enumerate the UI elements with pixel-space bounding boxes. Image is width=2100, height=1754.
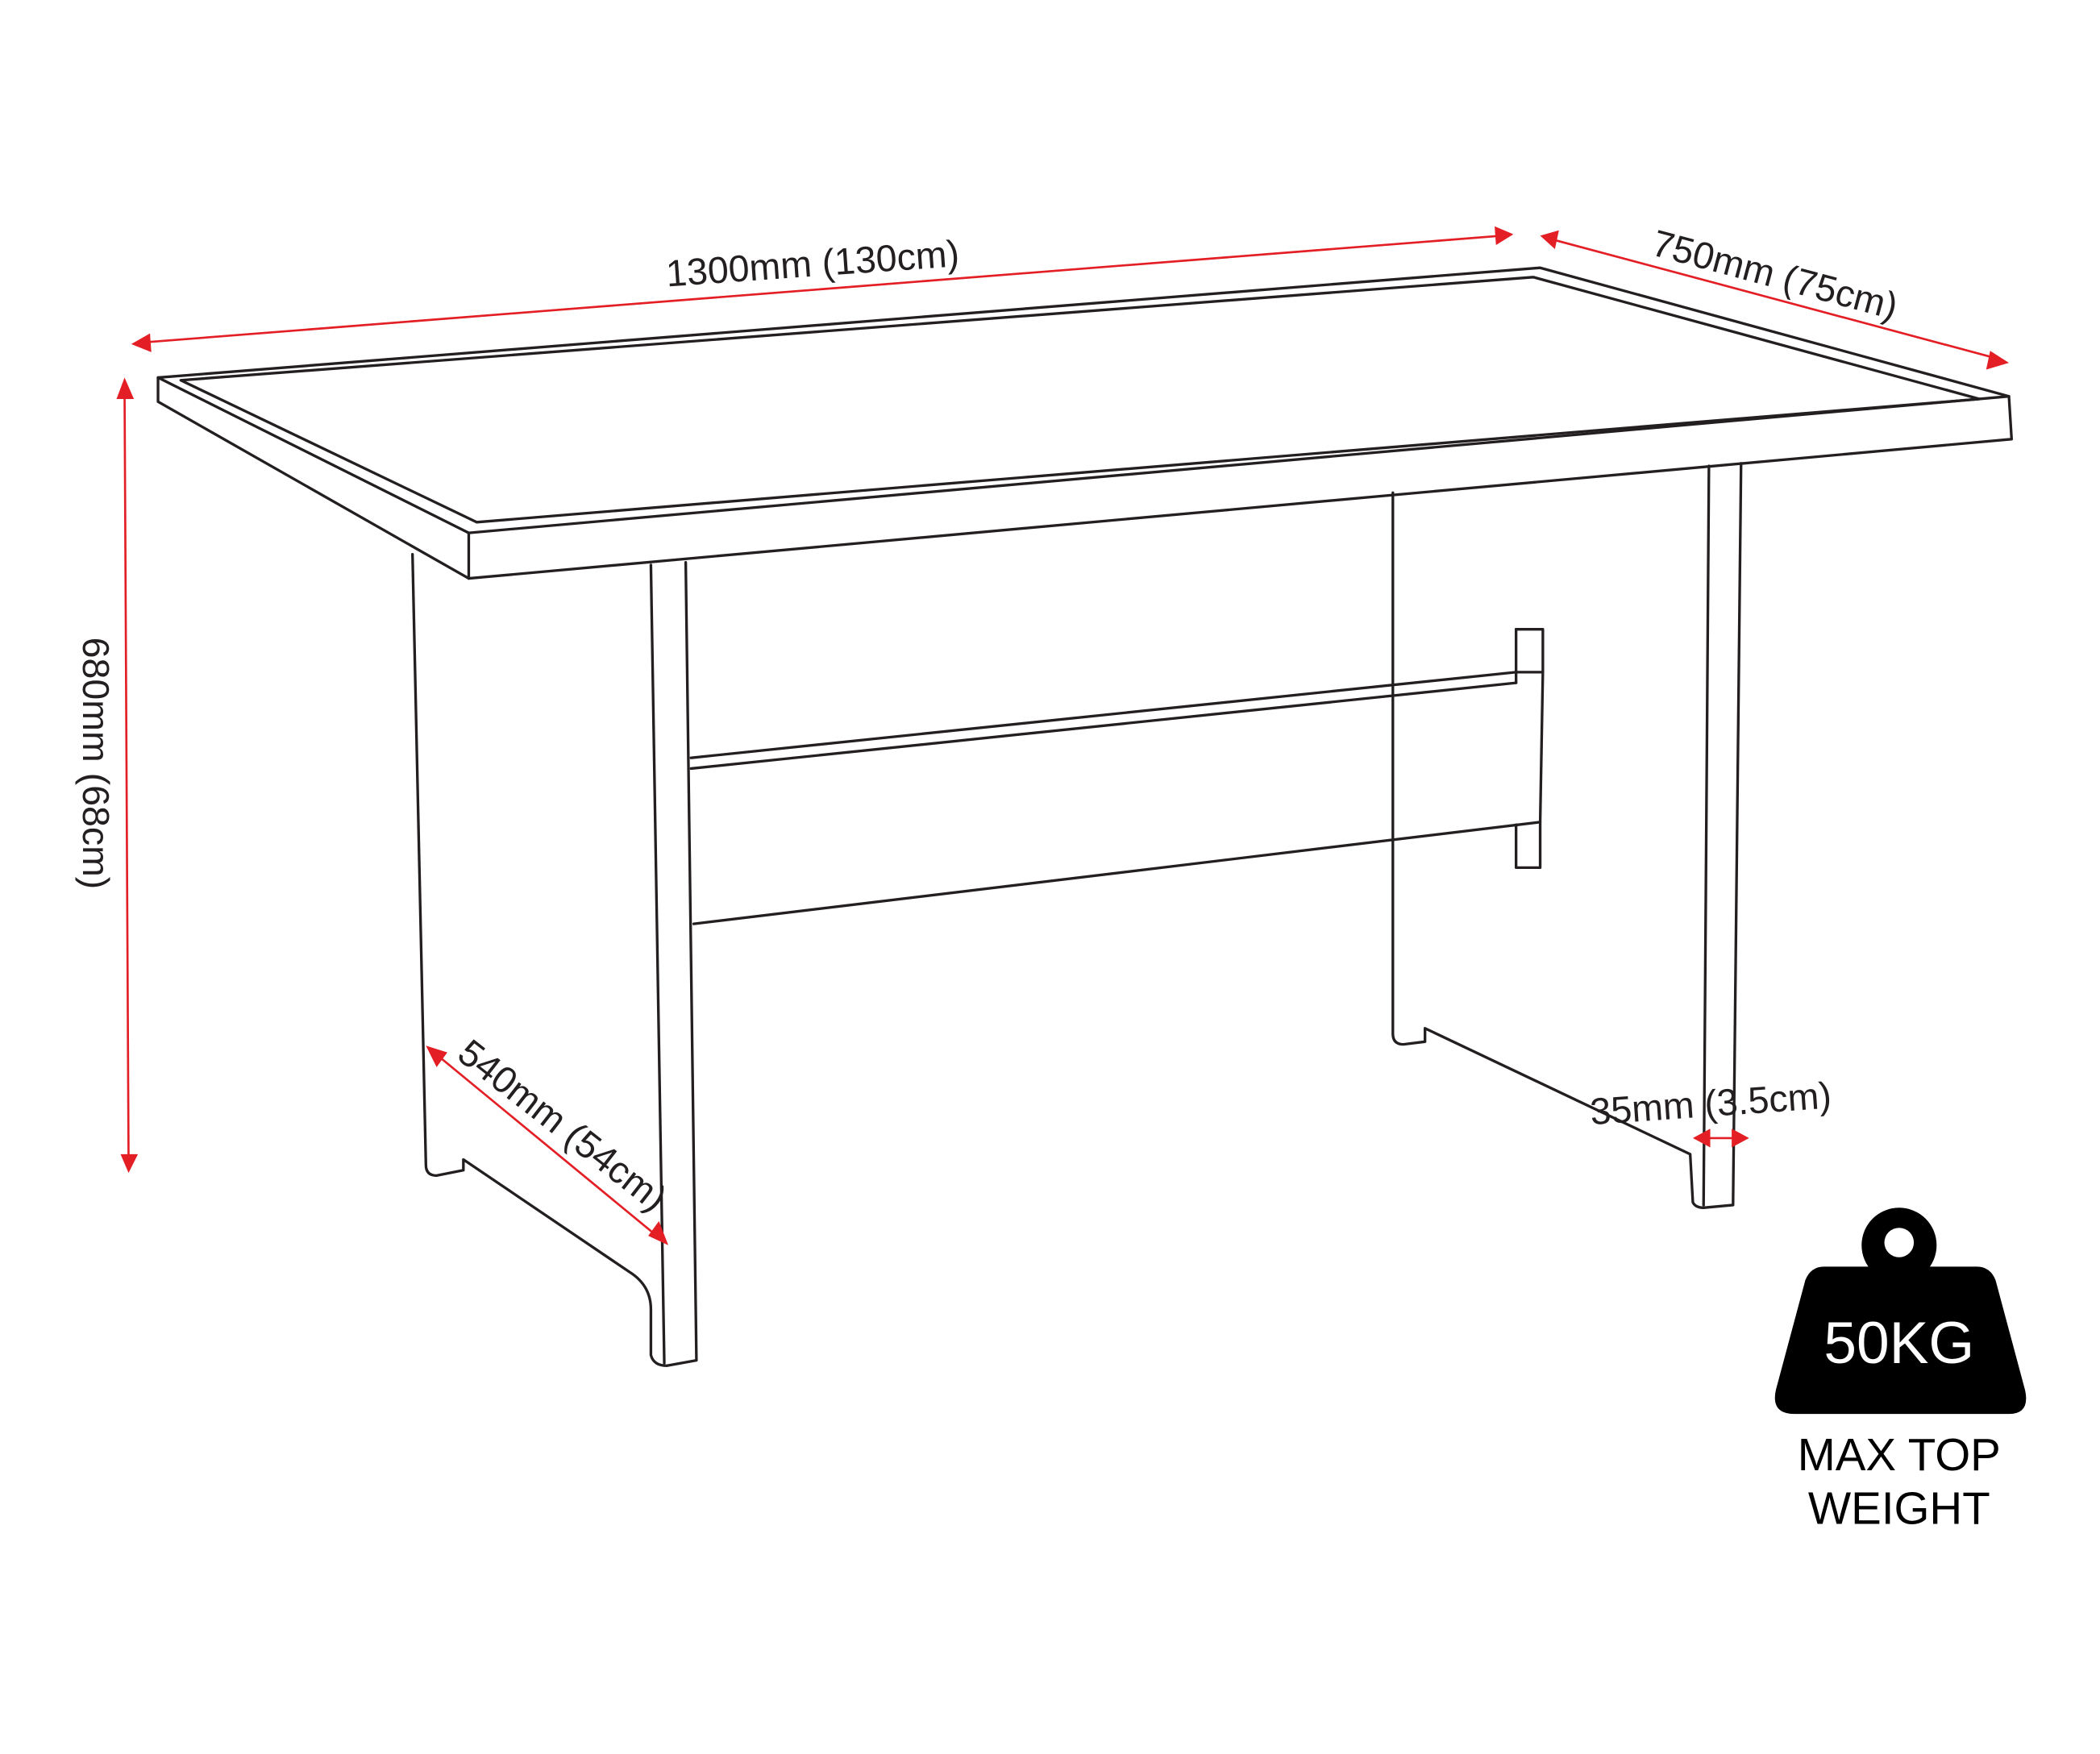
right-leg <box>1391 462 1743 1209</box>
table-top <box>156 266 2014 580</box>
length-dimension-arrow: 1300mm (130cm) <box>131 226 1514 352</box>
stretcher-beam <box>689 628 1545 925</box>
weight-caption-line2: WEIGHT <box>1808 1482 1990 1533</box>
leg-depth-label: 540mm (54cm) <box>451 1031 675 1219</box>
height-label: 680mm (68cm) <box>75 638 117 890</box>
length-label: 1300mm (130cm) <box>664 232 960 294</box>
width-dimension-arrow: 750mm (75cm) <box>1540 222 2010 370</box>
weight-value: 50KG <box>1823 1311 1974 1376</box>
left-leg <box>411 553 698 1367</box>
leg-thickness-dimension-arrow: 35mm (3.5cm) <box>1589 1074 1833 1148</box>
weight-caption-line1: MAX TOP <box>1798 1429 2001 1480</box>
height-dimension-arrow: 680mm (68cm) <box>75 377 139 1174</box>
max-weight-badge: 50KG MAX TOP WEIGHT <box>1774 1207 2027 1533</box>
leg-thickness-label: 35mm (3.5cm) <box>1589 1074 1833 1133</box>
leg-depth-dimension-arrow: 540mm (54cm) <box>426 1031 675 1245</box>
weight-icon <box>1774 1207 2027 1415</box>
